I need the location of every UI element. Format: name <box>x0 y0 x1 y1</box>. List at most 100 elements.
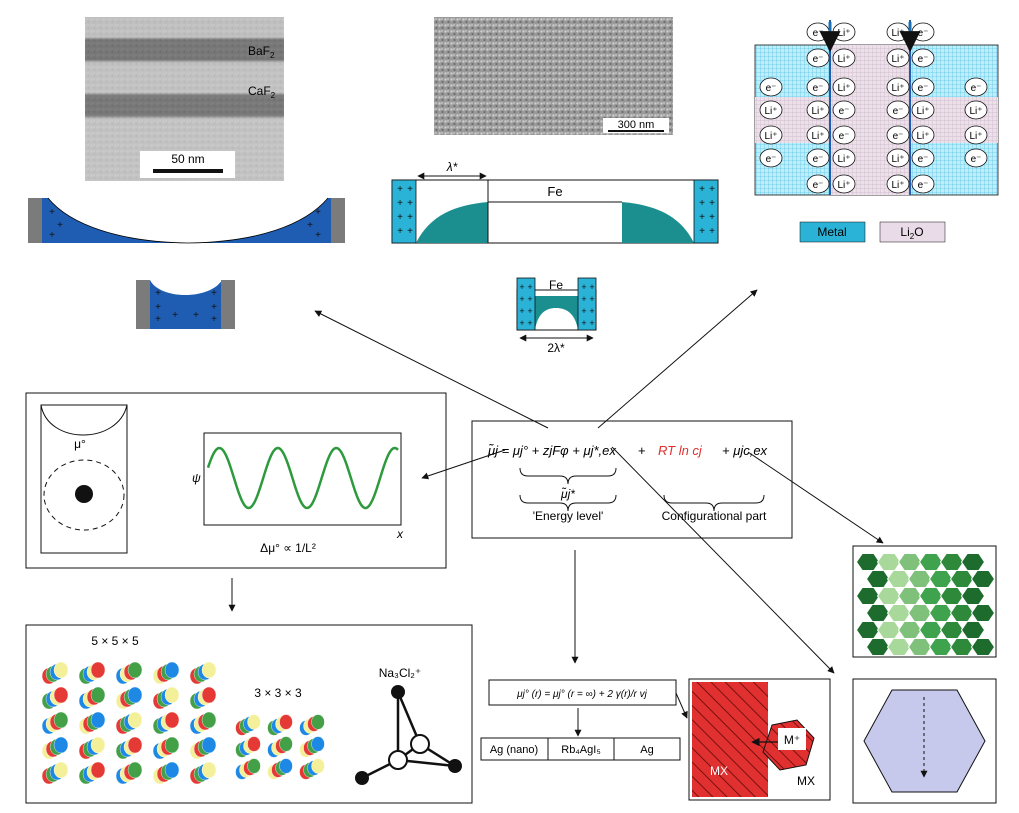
tem-scalebar <box>153 169 223 173</box>
nano-formula: μj° (r) = μj° (r = ∞) + 2 γ(r)/r vj <box>516 689 647 700</box>
cluster-atom <box>90 761 106 779</box>
fe-electrode-left <box>391 179 417 244</box>
legend-metal-label: Metal <box>817 225 846 239</box>
plus-sign: + <box>519 294 524 304</box>
cluster-atom <box>164 661 180 679</box>
fe-small: ++++++++++++++++ Fe 2λ* <box>516 277 597 355</box>
lithium-label: Li⁺ <box>969 106 982 117</box>
cluster-atom <box>127 736 143 754</box>
plus-sign: + <box>307 220 313 231</box>
plus-sign: + <box>155 302 161 313</box>
plus-sign: + <box>527 294 532 304</box>
lithium-ion <box>911 100 935 120</box>
equation-main: μ̃j = μj° + zjFφ + μj*,ex <box>487 443 616 458</box>
lithium-ion <box>832 148 856 168</box>
plus-sign: + <box>49 207 55 218</box>
mx-big-label: MX <box>710 764 728 778</box>
tem-label-baf2: BaF2 <box>248 44 275 60</box>
nano-cell-1-label: Ag (nano) <box>490 744 538 756</box>
plus-sign: + <box>699 198 705 209</box>
hex-single-panel <box>852 678 997 804</box>
cluster-large-label: 5 × 5 × 5 <box>91 634 139 648</box>
electron-ion <box>911 77 935 97</box>
equation-sub-mu: μ̃j* <box>560 486 575 501</box>
plus-sign: + <box>699 226 705 237</box>
mx-bulk <box>692 682 768 797</box>
cluster-atom <box>90 711 106 729</box>
hex-grain <box>949 638 975 656</box>
plus-sign: + <box>699 184 705 195</box>
plus-sign: + <box>172 310 178 321</box>
cluster-atom <box>90 661 106 679</box>
cluster-atom <box>53 761 69 779</box>
plus-sign: + <box>49 230 55 241</box>
electron-ion <box>759 77 783 97</box>
electron-label: e⁻ <box>813 54 824 65</box>
plus-sign: + <box>527 282 532 292</box>
electron-label: e⁻ <box>893 131 904 142</box>
wave-curve <box>206 446 399 510</box>
hex-grain <box>928 638 954 656</box>
tem-micrograph: BaF2 CaF2 50 nm <box>85 17 284 181</box>
lithium-label: Li⁺ <box>837 154 850 165</box>
plus-sign: + <box>155 288 161 299</box>
nano-cell-2-label: Rb₄AgI₅ <box>561 744 601 756</box>
electron-label: e⁻ <box>813 28 824 39</box>
plus-sign: + <box>397 184 403 195</box>
cluster-small-label: 3 × 3 × 3 <box>254 686 302 700</box>
cluster-atom <box>164 736 180 754</box>
bowl-large-fill <box>28 198 345 243</box>
cluster-atom <box>127 661 143 679</box>
plus-sign: + <box>519 282 524 292</box>
sem-scalebar-box <box>603 118 669 133</box>
bowl-large-wall-right <box>331 198 345 243</box>
li-grid-li2o-band <box>755 97 998 143</box>
cluster-atom <box>164 711 180 729</box>
brace-energy-top <box>519 467 617 485</box>
bowl-small-meniscus <box>150 278 222 295</box>
nano-formula-frame <box>488 679 677 706</box>
cluster-atom <box>127 711 143 729</box>
lithium-label: Li⁺ <box>811 106 824 117</box>
plus-sign: + <box>709 198 715 209</box>
plus-sign: + <box>407 198 413 209</box>
bowl-small-wall-right <box>221 280 235 329</box>
plus-sign: + <box>527 306 532 316</box>
x-label: x <box>396 527 404 541</box>
electron-ion <box>806 77 830 97</box>
cluster-atom <box>279 758 293 774</box>
hex-grain <box>970 604 996 622</box>
lithium-label: Li⁺ <box>891 28 904 39</box>
equation-rt-ln: RT ln cj <box>658 443 703 458</box>
arrow-to-li-grid <box>597 289 758 429</box>
lithium-ion <box>886 48 910 68</box>
legend-li2o-swatch <box>879 221 946 243</box>
electron-ion <box>759 148 783 168</box>
particle-dot <box>75 485 93 503</box>
plus-sign: + <box>581 282 586 292</box>
fe-label: Fe <box>547 184 562 199</box>
cluster-atom <box>201 661 217 679</box>
arrow-to-bowl <box>314 310 549 429</box>
plus-sign: + <box>589 318 594 328</box>
sem-scalebar-label: 300 nm <box>618 119 655 131</box>
sem-scalebar <box>608 130 664 132</box>
electron-label: e⁻ <box>893 106 904 117</box>
hex-grain <box>970 638 996 656</box>
molecule-atom-3 <box>448 759 462 773</box>
brace-energy-bottom <box>519 494 617 512</box>
lithium-label: Li⁺ <box>837 83 850 94</box>
cluster-atom <box>247 758 261 774</box>
electron-label: e⁻ <box>918 54 929 65</box>
plus-sign: + <box>589 294 594 304</box>
cluster-atom <box>90 686 106 704</box>
plus-sign: + <box>211 314 217 325</box>
plus-sign: + <box>155 314 161 325</box>
fe-small-label: Fe <box>549 278 563 292</box>
electron-label: e⁻ <box>839 131 850 142</box>
lithium-ion <box>964 125 988 145</box>
plus-sign: + <box>519 318 524 328</box>
electron-label: e⁻ <box>839 106 850 117</box>
plus-sign: + <box>315 207 321 218</box>
